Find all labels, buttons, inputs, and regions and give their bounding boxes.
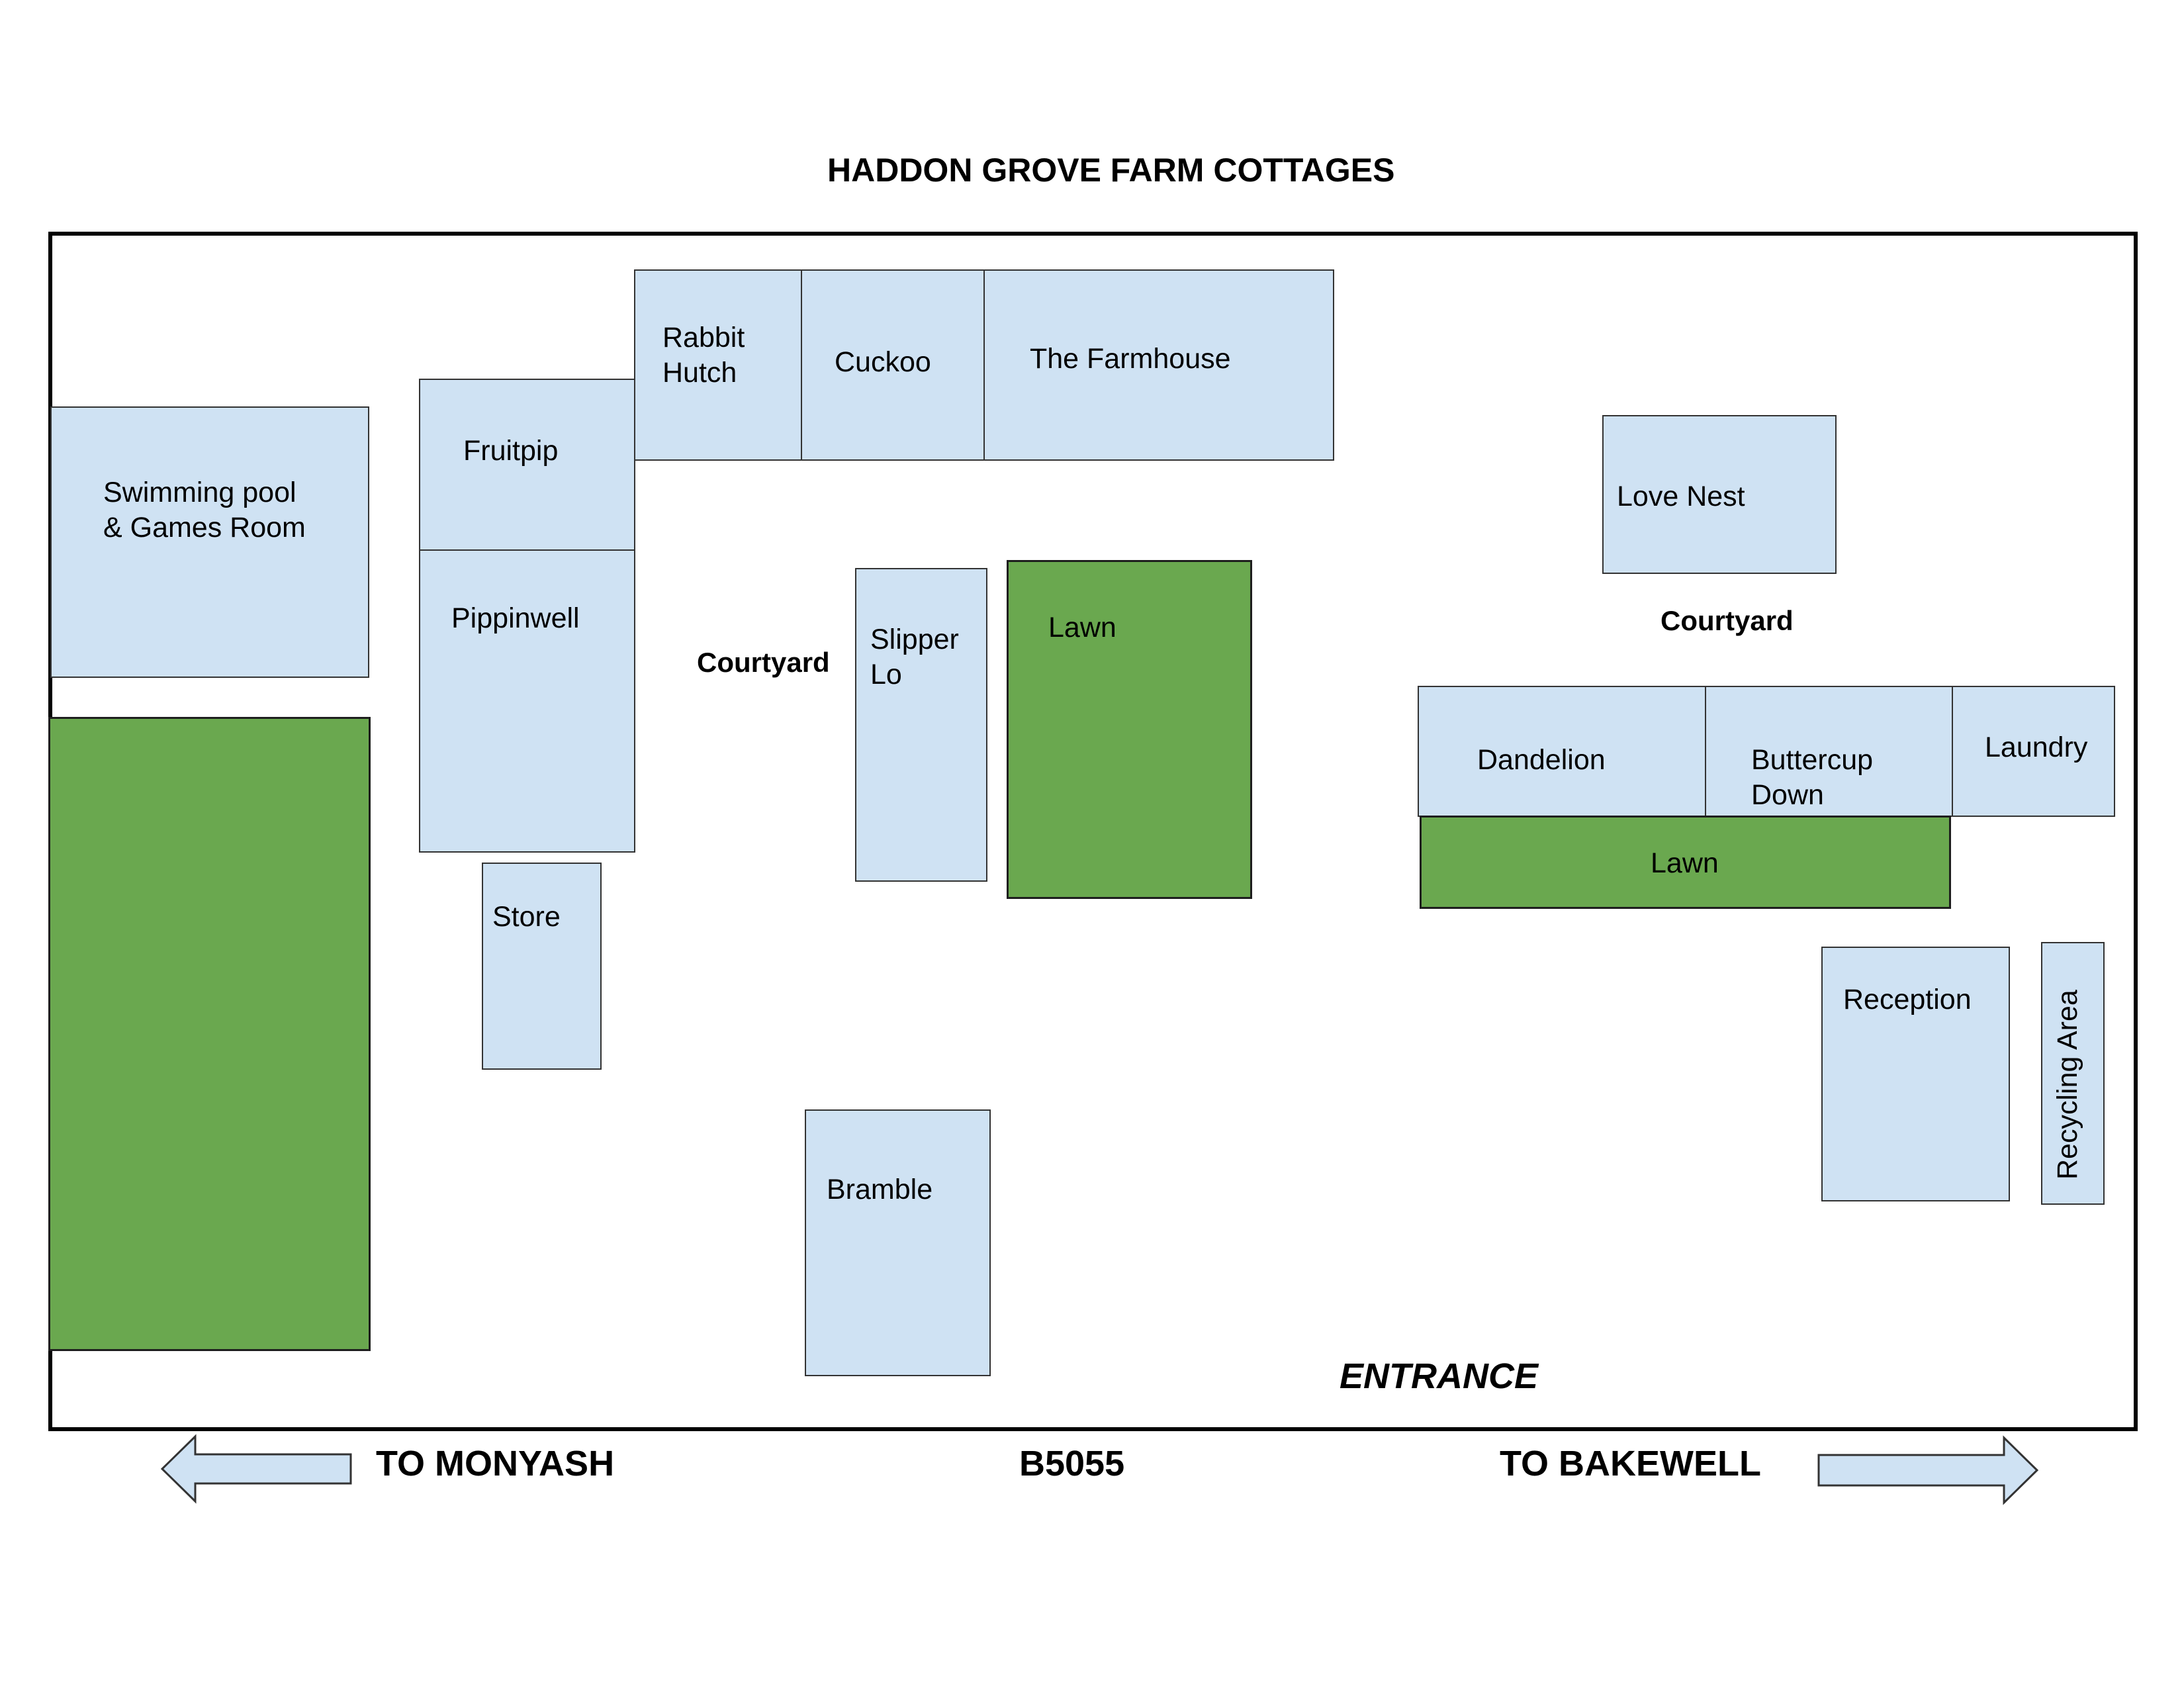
arrow-left-icon xyxy=(160,1434,352,1504)
recycling-area xyxy=(2041,942,2105,1205)
road-west-label: TO MONYASH xyxy=(376,1444,615,1483)
reception-label: Reception xyxy=(1843,984,1972,1015)
love-nest-cottage xyxy=(1602,415,1837,574)
road-east-label: TO BAKEWELL xyxy=(1500,1444,1761,1483)
entrance-label: ENTRANCE xyxy=(1340,1356,1539,1396)
store-building xyxy=(482,863,602,1070)
store-label: Store xyxy=(492,901,561,933)
farmhouse-label: The Farmhouse xyxy=(1030,343,1231,375)
dandelion-cottage xyxy=(1418,686,1706,817)
swimming-pool-games-room xyxy=(50,406,369,678)
pippinwell-label: Pippinwell xyxy=(451,602,580,634)
reception-building xyxy=(1821,947,2010,1201)
central-lawn xyxy=(1007,560,1252,899)
east-lawn xyxy=(1420,816,1951,909)
fruitpip-cottage xyxy=(419,379,635,551)
courtyard-west-label: Courtyard xyxy=(697,647,830,678)
map-title: HADDON GROVE FARM COTTAGES xyxy=(827,152,1395,189)
love-nest-label: Love Nest xyxy=(1617,481,1745,512)
bramble-cottage xyxy=(805,1109,991,1376)
bramble-label: Bramble xyxy=(827,1174,933,1205)
west-lawn xyxy=(48,717,371,1351)
central-lawn-label: Lawn xyxy=(1048,612,1116,643)
cuckoo-cottage xyxy=(801,269,985,461)
swimming-pool-label: Swimming pool & Games Room xyxy=(103,477,306,543)
pippinwell-cottage xyxy=(419,549,635,853)
road-name-label: B5055 xyxy=(1019,1444,1125,1483)
recycling-area-label: Recycling Area xyxy=(2052,990,2083,1180)
laundry-building xyxy=(1952,686,2115,817)
arrow-right-icon xyxy=(1817,1435,2039,1505)
fruitpip-label: Fruitpip xyxy=(463,435,559,467)
buttercup-down-cottage xyxy=(1705,686,1953,817)
cuckoo-label: Cuckoo xyxy=(835,346,931,378)
courtyard-east-label: Courtyard xyxy=(1661,605,1794,636)
farmhouse xyxy=(983,269,1334,461)
dandelion-label: Dandelion xyxy=(1477,744,1606,776)
slipper-lo-label: Slipper Lo xyxy=(870,624,959,690)
rabbit-hutch-label: Rabbit Hutch xyxy=(662,322,745,389)
buttercup-down-label: Buttercup Down xyxy=(1751,744,1874,811)
slipper-lo-cottage xyxy=(855,568,987,882)
laundry-label: Laundry xyxy=(1985,731,2088,763)
east-lawn-label: Lawn xyxy=(1651,847,1719,879)
